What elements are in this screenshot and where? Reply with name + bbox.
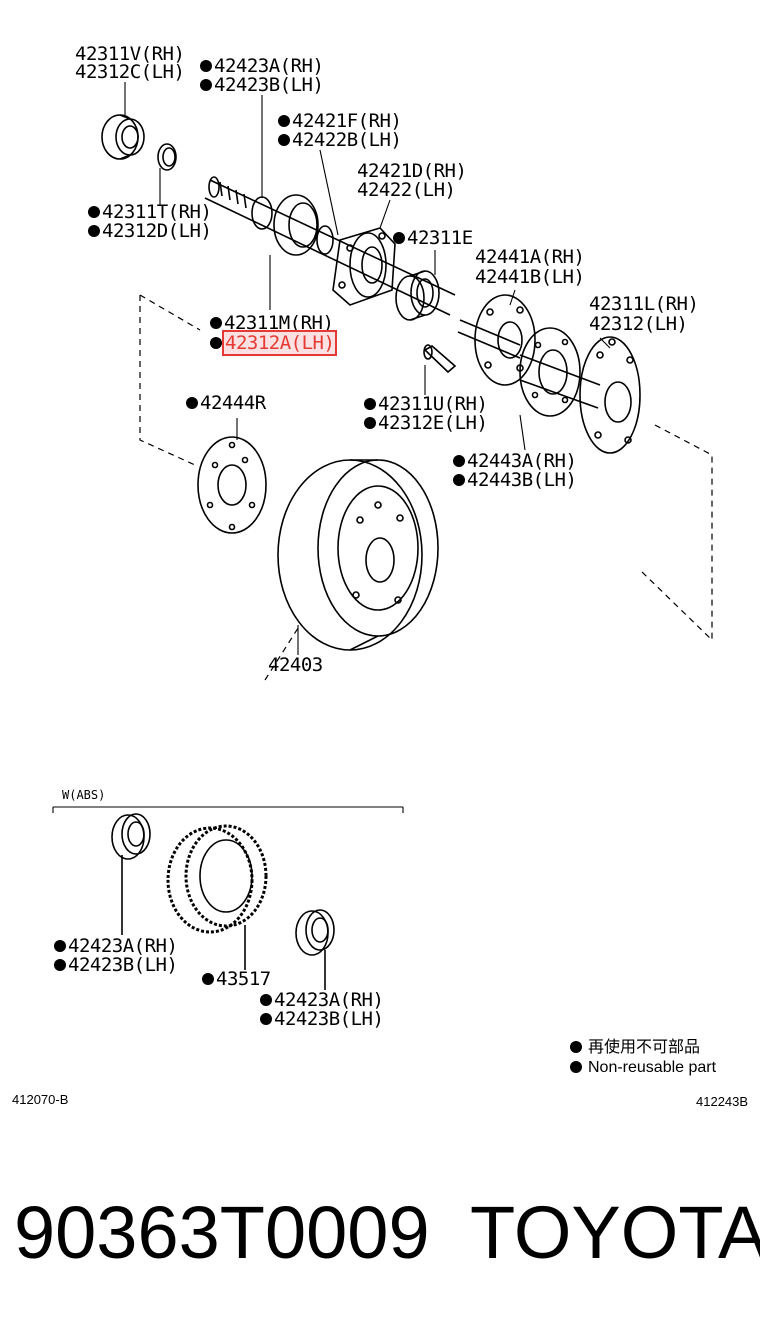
highlighted-part-42312A: 42312A(LH) [221,330,338,356]
label-42441A: 42441A(RH) [475,246,585,268]
label-42312: 42312(LH) [589,313,688,335]
label-42311E: 42311E [393,229,473,248]
label-42421D: 42421D(RH) [357,160,467,182]
abs-bearing-left [111,813,151,935]
label-42312C: 42312C(LH) [75,61,185,83]
leader-lines [124,82,611,655]
shim-42444R [197,436,267,534]
label-42311L: 42311L(RH) [589,293,699,315]
brake-drum-42403 [277,459,439,651]
retainer-plate-42441A [457,294,536,386]
label-42312D: 42312D(LH) [88,222,212,241]
label-43517: 43517 [202,970,271,989]
label-42423B-abs-left: 42423B(LH) [54,956,178,975]
label-42311V: 42311V(RH) [75,43,185,65]
legend-non-reusable-cn: 再使用不可部品 [570,1038,700,1058]
label-42423A-top: 42423A(RH) [200,57,324,76]
oil-seal-42311V [101,114,145,160]
snap-ring-42311T [157,143,177,171]
legend-non-reusable-en: Non-reusable part [570,1058,716,1078]
label-42441B: 42441B(LH) [475,266,585,288]
assembly-dashed-outline [139,294,713,681]
abs-bearing-right [295,909,335,990]
figure-code-right: 412243B [696,1094,749,1109]
label-42312A[interactable]: 42312A(LH) [210,330,338,356]
gasket-42443A [519,327,581,417]
part-number: 90363T0009 [14,1191,430,1274]
axle-hub-42311L [519,336,641,454]
label-42403: 42403 [268,654,323,676]
label-42422B: 42422B(LH) [278,131,402,150]
label-42444R: 42444R [186,394,266,413]
axle-shaft [204,176,456,321]
label-42443A: 42443A(RH) [453,452,577,471]
label-42311M: 42311M(RH) [210,314,334,333]
label-42311T: 42311T(RH) [88,203,212,222]
brand-name: TOYOTA [470,1191,760,1274]
figure-code-left: 412070-B [12,1092,69,1107]
label-42443B: 42443B(LH) [453,471,577,490]
label-42423A-abs-left: 42423A(RH) [54,937,178,956]
label-42311U: 42311U(RH) [364,395,488,414]
label-42423A-abs-right: 42423A(RH) [260,991,384,1010]
abs-sensor-rotor-43517 [166,824,268,970]
label-42312E: 42312E(LH) [364,414,488,433]
hub-bolt-42311U [423,344,457,374]
abs-range-bracket [52,806,404,813]
label-42423B-top: 42423B(LH) [200,76,324,95]
abs-range-label: W(ABS) [62,788,106,802]
label-42422: 42422(LH) [357,179,456,201]
label-42423B-abs-right: 42423B(LH) [260,1010,384,1029]
label-42421F: 42421F(RH) [278,112,402,131]
